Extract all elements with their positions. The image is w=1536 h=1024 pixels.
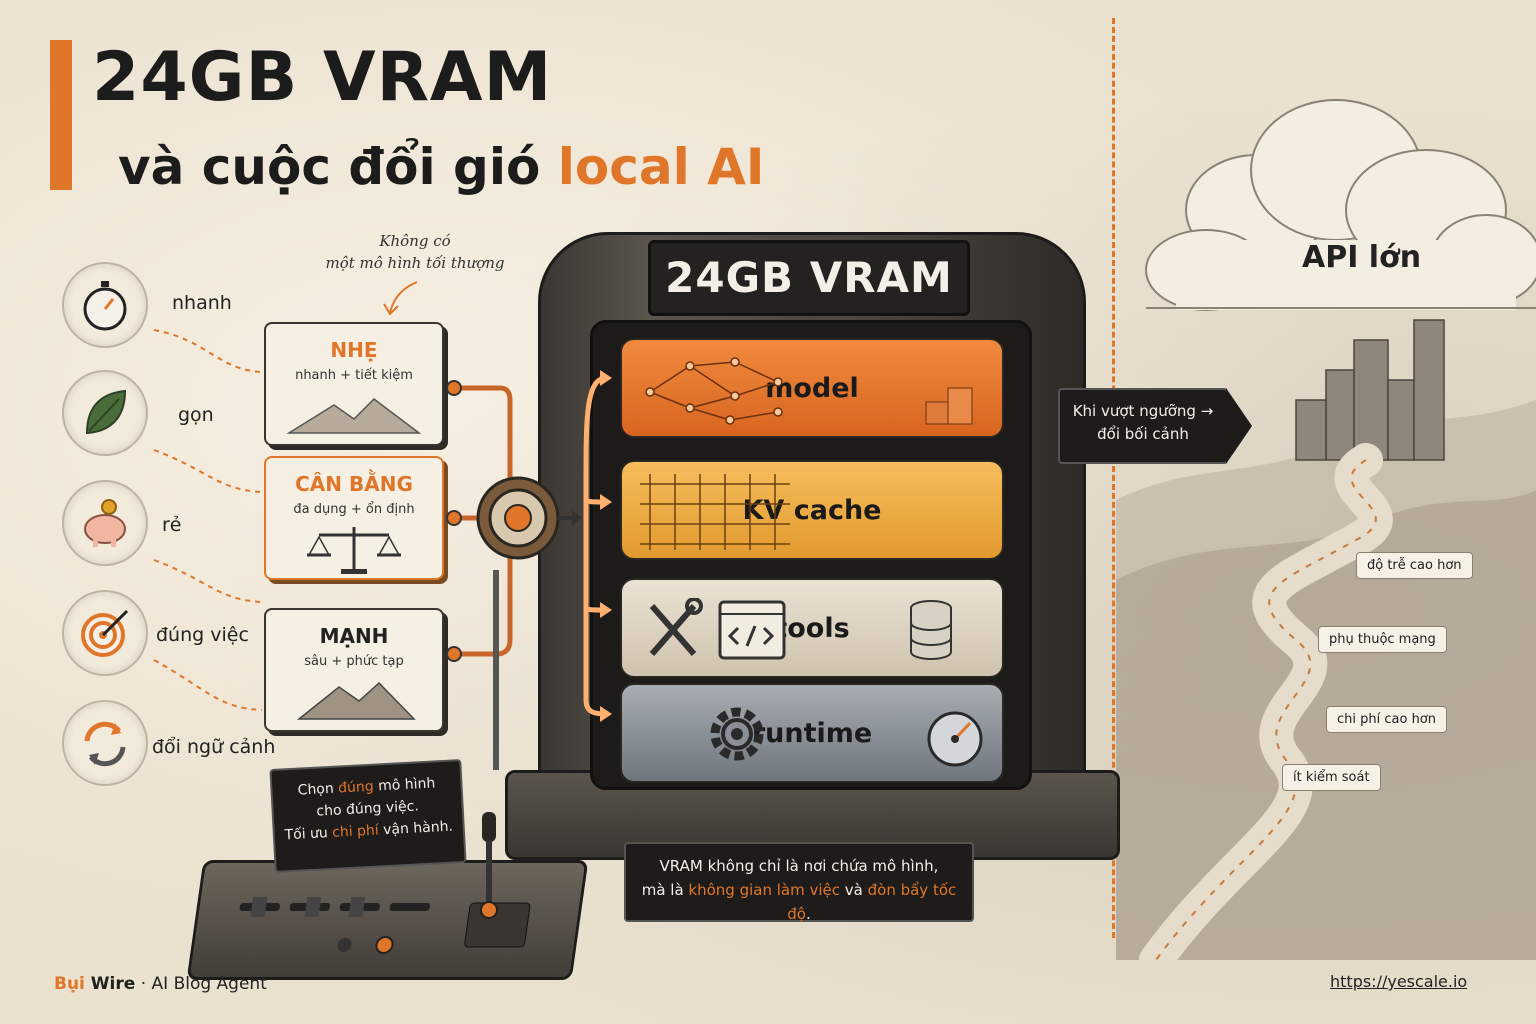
api-point-network: phụ thuộc mạng: [1318, 626, 1447, 653]
layer-model: model: [620, 338, 1004, 438]
api-point-control: ít kiểm soát: [1282, 764, 1381, 791]
slider-handle: [348, 897, 366, 917]
footer-brand: Bụi Wire · AI Blog Agent: [54, 974, 267, 994]
gear-icon: [710, 707, 764, 761]
layer-runtime-label: runtime: [751, 717, 873, 749]
feature-label-fit: đúng việc: [156, 624, 249, 646]
target-icon: [62, 590, 148, 676]
threshold-callout: Khi vượt ngưỡng → đổi bối cảnh: [1058, 388, 1228, 464]
bottom-note-line-1: VRAM không chỉ là nơi chứa mô hình,: [659, 857, 939, 875]
feature-label-cheap: rẻ: [162, 514, 182, 536]
note-arrow: [383, 281, 418, 316]
stopwatch-icon: [62, 262, 148, 348]
api-point-latency: độ trễ cao hơn: [1356, 552, 1473, 579]
card-strong: MẠNH sâu + phức tạp: [264, 608, 444, 732]
slider-handle: [250, 897, 268, 917]
layer-arrows: [583, 370, 612, 722]
note-no-ultimate-model: Không có một mô hình tối thượng: [300, 230, 530, 274]
blocks-icon: [925, 387, 973, 425]
subtitle-prefix: và cuộc đổi gió: [118, 138, 558, 196]
vram-label: 24GB VRAM: [648, 240, 970, 316]
scale-icon: [307, 527, 401, 574]
layer-kv-cache: KV cache: [620, 460, 1004, 560]
database-icon: [910, 600, 952, 660]
threshold-arrow-tip: [1226, 388, 1252, 464]
city-skyline: [1295, 319, 1445, 461]
neural-network-icon: [645, 357, 783, 425]
selector-knob-icon[interactable]: [474, 470, 584, 570]
control-console: [186, 860, 589, 980]
lever-icon[interactable]: [466, 812, 516, 922]
code-window-icon: [718, 600, 786, 660]
console-controls: [239, 897, 531, 954]
card-light-subtitle: nhanh + tiết kiệm: [295, 368, 413, 383]
feature-label-compact: gọn: [178, 404, 214, 426]
page-subtitle: và cuộc đổi gió local AI: [118, 138, 764, 196]
page-title: 24GB VRAM: [92, 38, 553, 117]
gauge-icon: [927, 711, 983, 767]
vram-workspace-note: VRAM không chỉ là nơi chứa mô hình, mà l…: [624, 842, 974, 923]
api-landscape: [1116, 99, 1536, 960]
note-line-2: một mô hình tối thượng: [325, 254, 505, 272]
feature-connectors: [153, 329, 263, 711]
cycle-arrows-icon: [62, 700, 148, 786]
slider-handle: [304, 897, 322, 917]
piggy-bank-icon: [62, 480, 148, 566]
card-balanced-subtitle: đa dụng + ổn định: [293, 502, 415, 517]
card-balanced-title: CÂN BẰNG: [295, 472, 413, 496]
mountain-icon: [296, 681, 416, 720]
note-line-1: Không có: [379, 232, 451, 250]
leaf-icon: [62, 370, 148, 456]
api-point-cost: chi phí cao hơn: [1326, 706, 1447, 733]
api-title: API lớn: [1302, 240, 1422, 275]
card-light: NHẸ nhanh + tiết kiệm: [264, 322, 444, 446]
feature-label-fast: nhanh: [172, 292, 232, 314]
card-strong-subtitle: sâu + phức tạp: [304, 654, 404, 669]
console-button: [337, 938, 352, 952]
footer-url-link[interactable]: https://yescale.io: [1330, 972, 1468, 991]
threshold-line-1: Khi vượt ngưỡng →: [1072, 402, 1214, 420]
layer-tools: tools: [620, 578, 1004, 678]
cloud-icon: [1145, 99, 1536, 311]
layer-runtime: runtime: [620, 683, 1004, 783]
layer-model-label: model: [765, 372, 859, 404]
bottom-note-line-2: mà là không gian làm việc và đòn bẩy tốc…: [641, 881, 957, 923]
console-screen: Chọn đúng mô hình cho đúng việc. Tối ưu …: [269, 759, 467, 873]
layer-kv-cache-label: KV cache: [742, 494, 882, 526]
threshold-line-2: đổi bối cảnh: [1097, 425, 1189, 443]
grid-icon: [640, 474, 790, 550]
console-button: [375, 936, 394, 954]
layer-tools-label: tools: [774, 612, 850, 644]
subtitle-accent: local AI: [557, 138, 765, 196]
feature-label-context: đổi ngữ cảnh: [152, 736, 276, 758]
mountain-icon: [286, 398, 422, 434]
title-accent-bar: [50, 40, 72, 190]
card-light-title: NHẸ: [330, 338, 378, 362]
card-strong-title: MẠNH: [319, 624, 389, 648]
section-divider: [1112, 18, 1115, 938]
card-balanced: CÂN BẰNG đa dụng + ổn định: [264, 456, 444, 580]
wrench-icon: [649, 598, 703, 656]
